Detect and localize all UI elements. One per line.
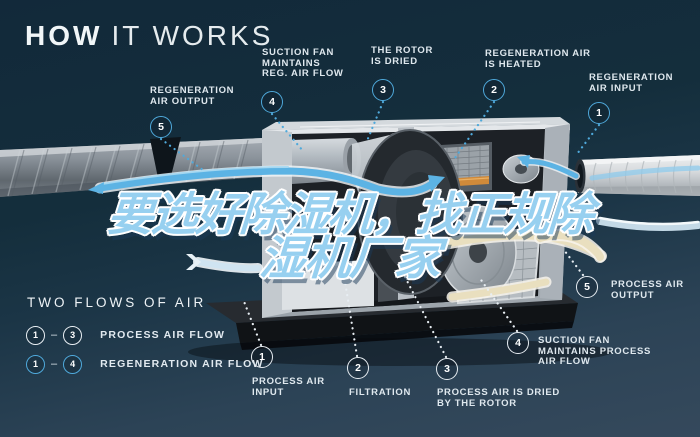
callout-number-4-process: 4 [507,332,529,354]
legend-label-regeneration: REGENERATION AIR FLOW [100,358,264,370]
machine-body [188,117,612,366]
chinese-headline-line2: 湿机厂家 [257,231,442,285]
callout-label-filtration: FILTRATION [349,387,412,398]
page-title: HOW IT WORKS [25,20,273,52]
callout-label-suction-fan-reg: SUCTION FAN MAINTAINS REG. AIR FLOW [262,47,344,79]
callout-label-rotor-is-dried: THE ROTOR IS DRIED [371,45,434,67]
air-flow-arrows [88,155,700,303]
callout-label-process-air-dried: PROCESS AIR IS DRIED BY THE ROTOR [437,387,560,409]
callout-label-regeneration-air-output: REGENERATION AIR OUTPUT [150,85,235,107]
callout-number-5-process: 5 [576,276,598,298]
callout-number-3-regeneration: 3 [372,79,394,101]
legend-title: TWO FLOWS OF AIR [27,295,207,310]
callout-label-process-air-input: PROCESS AIR INPUT [252,376,325,398]
spiral-duct-right [574,155,700,196]
callout-label-regeneration-air-input: REGENERATION AIR INPUT [589,72,674,94]
callout-label-process-air-output: PROCESS AIR OUTPUT [611,279,684,301]
callout-number-4-regeneration: 4 [261,91,283,113]
legend-label-process: PROCESS AIR FLOW [100,329,226,341]
legend-circle-to: 4 [63,354,83,374]
title-bold: HOW [25,20,103,51]
legend-dash: – [51,329,58,341]
legend-circle-from: 1 [26,325,45,345]
callout-number-2-regeneration: 2 [483,79,505,101]
callout-number-3-process: 3 [436,358,458,380]
legend-circle-from: 1 [26,354,45,374]
legend-row-regeneration: 1 – 4 REGENERATION AIR FLOW [26,354,264,374]
leader-lines [159,100,601,359]
legend-row-process: 1 – 3 PROCESS AIR FLOW [26,325,225,345]
legend-circle-to: 3 [63,325,83,345]
callout-label-suction-fan-process: SUCTION FAN MAINTAINS PROCESS AIR FLOW [538,335,652,367]
legend-dash: – [51,358,58,370]
callout-number-1-process: 1 [251,346,273,368]
callout-number-1-regeneration: 1 [588,102,610,124]
callout-number-5-regeneration: 5 [150,116,172,138]
title-light: IT WORKS [111,20,274,51]
callout-number-2-process: 2 [347,357,369,379]
callout-label-regeneration-air-heated: REGENERATION AIR IS HEATED [485,48,591,70]
